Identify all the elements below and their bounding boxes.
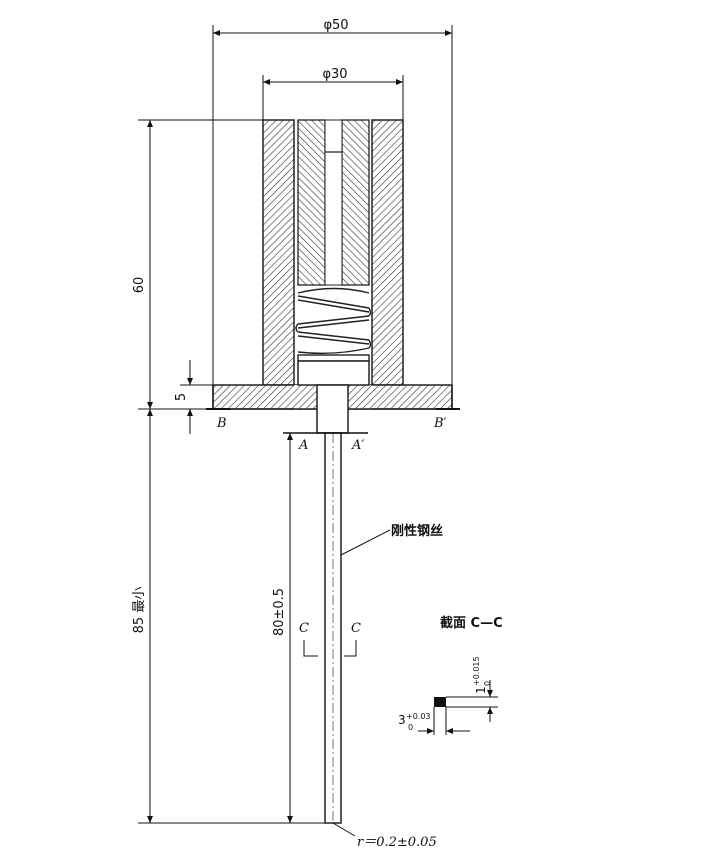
base-thickness-label: 5 bbox=[174, 393, 189, 401]
plunger-left bbox=[297, 119, 326, 286]
cc-thickness-base: 1 bbox=[474, 686, 488, 694]
wire-min-length-label: 85 最小 bbox=[132, 587, 147, 634]
inner-diameter-label: φ30 bbox=[322, 67, 347, 82]
cc-width-lower: 0 bbox=[408, 723, 413, 732]
section-a-label: A bbox=[298, 438, 308, 453]
plunger bbox=[297, 119, 370, 286]
section-cc-detail bbox=[418, 680, 498, 735]
stem bbox=[316, 384, 349, 824]
cc-width-upper: +0.03 bbox=[406, 712, 431, 721]
spring bbox=[295, 287, 372, 362]
section-c-right-label: C bbox=[351, 621, 361, 636]
height-label: 60 bbox=[132, 277, 147, 294]
section-b-label: B bbox=[216, 416, 227, 431]
spring-seat bbox=[297, 360, 370, 386]
wire-length-tolerance-label: 80±0.5 bbox=[272, 588, 287, 636]
cc-width-base: 3 bbox=[398, 713, 406, 727]
rigid-steel-wire-label: 刚性钢丝 bbox=[391, 523, 443, 539]
cc-thickness-upper: +0.015 bbox=[472, 656, 481, 686]
section-cc-title: 截面 C—C bbox=[440, 615, 503, 631]
outer-diameter-label: φ50 bbox=[323, 18, 348, 33]
housing-base-center bbox=[294, 385, 372, 409]
housing-right-wall bbox=[371, 119, 404, 386]
section-cc-profile bbox=[434, 697, 446, 707]
cc-thickness-lower: 0 bbox=[483, 681, 492, 686]
housing-left-wall bbox=[262, 119, 295, 386]
section-a-prime-label: A′ bbox=[351, 438, 364, 453]
plunger-right bbox=[341, 119, 370, 286]
section-c-left-label: C bbox=[299, 621, 309, 636]
tip-radius-label: r＝0.2±0.05 bbox=[357, 835, 437, 850]
section-b-prime-label: B′ bbox=[433, 416, 447, 431]
stem-collar bbox=[316, 384, 349, 434]
plunger-core bbox=[324, 119, 343, 286]
dimension-lines bbox=[138, 25, 460, 837]
